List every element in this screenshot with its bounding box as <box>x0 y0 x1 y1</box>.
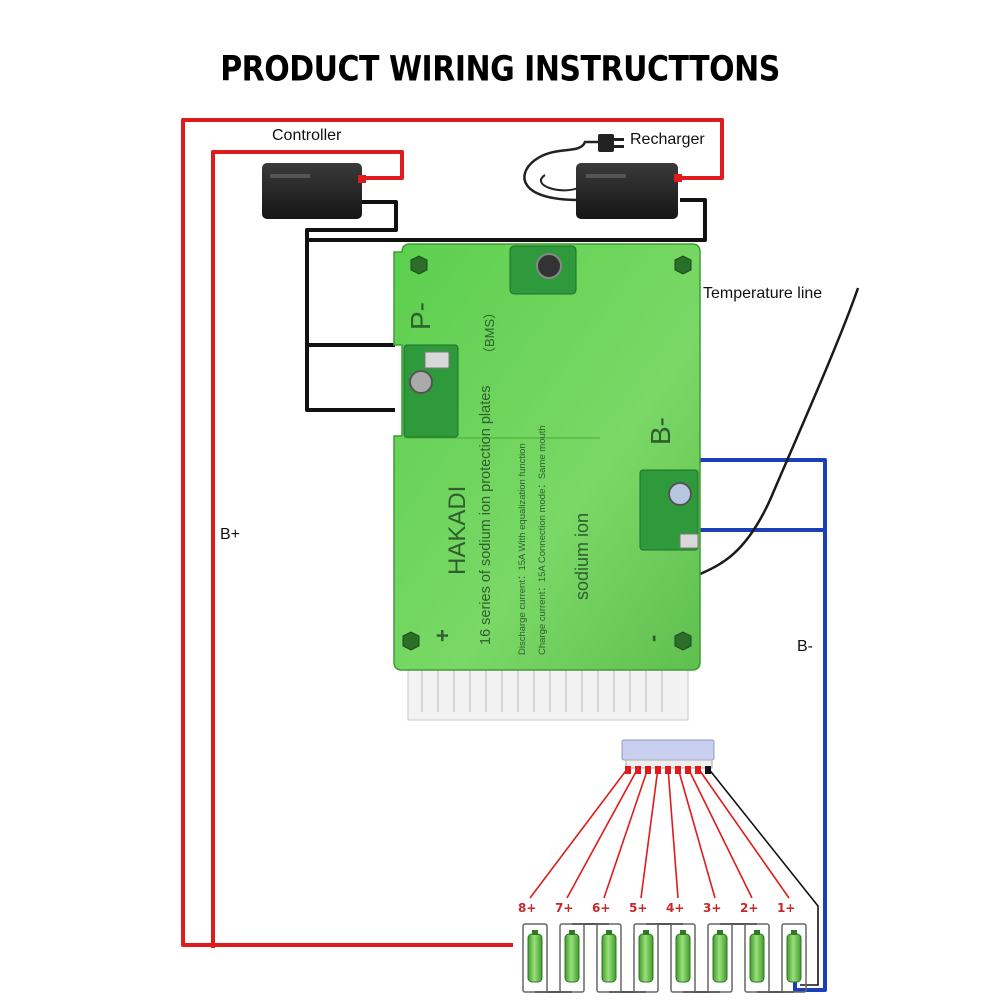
temperature-wire <box>697 287 860 577</box>
board-chemistry: sodium ion <box>572 513 592 600</box>
battery-cells: 8+ 7+ 6+ 5+ 4+ 3+ 2+ 1+ <box>518 901 807 993</box>
temperature-line-label: Temperature line <box>703 285 822 302</box>
battery-cell <box>596 923 622 993</box>
balance-wire <box>529 767 629 899</box>
board-charge-spec: Charge current：15A Connection mode：Same … <box>537 425 548 655</box>
recharger-device <box>523 134 682 219</box>
cell-label: 2+ <box>740 901 758 915</box>
cell-label: 1+ <box>777 901 795 915</box>
cell-label: 6+ <box>592 901 610 915</box>
board-description: 16 series of sodium ion protection plate… <box>478 385 494 645</box>
cell-label: 5+ <box>629 901 647 915</box>
balance-harness <box>529 766 819 986</box>
cell-label: 8+ <box>518 901 536 915</box>
balance-wire <box>603 767 649 899</box>
balance-wire <box>566 767 639 899</box>
battery-cell <box>633 923 659 993</box>
board-b-minus-label: B- <box>645 417 676 445</box>
bms-board <box>393 243 701 721</box>
balance-wire <box>687 767 753 899</box>
balance-connector <box>621 739 715 769</box>
battery-cell <box>522 923 548 993</box>
battery-cell <box>559 923 585 993</box>
balance-wire <box>667 767 679 899</box>
balance-wire <box>640 767 659 899</box>
board-plus-symbol: + <box>430 629 455 642</box>
balance-wire <box>677 767 716 899</box>
connector-pin <box>635 766 641 774</box>
connector-pin <box>685 766 691 774</box>
recharger-label: Recharger <box>630 131 705 148</box>
board-brand: HAKADI <box>444 486 471 575</box>
connector-pin <box>645 766 651 774</box>
b-plus-label: B+ <box>220 526 240 543</box>
page-title: PRODUCT WIRING INSTRUCTTONS <box>220 49 780 90</box>
cell-label: 4+ <box>666 901 684 915</box>
balance-wire-negative <box>707 767 819 986</box>
controller-device <box>262 163 366 219</box>
board-p-minus-label: P- <box>405 302 436 330</box>
battery-cell <box>670 923 696 993</box>
connector-pin <box>655 766 661 774</box>
battery-cell <box>744 923 770 993</box>
board-bms-label: （BMS） <box>482 306 497 360</box>
b-plus-wires <box>181 118 724 948</box>
connector-pin <box>705 766 711 774</box>
board-minus-symbol: - <box>640 635 665 642</box>
connector-pin <box>625 766 631 774</box>
cell-label: 7+ <box>555 901 573 915</box>
battery-cell <box>707 923 733 993</box>
controller-label: Controller <box>272 127 342 144</box>
battery-cell <box>781 923 807 993</box>
connector-pin <box>665 766 671 774</box>
connector-pin <box>695 766 701 774</box>
board-discharge-spec: Discharge current：15A With equalization … <box>517 443 528 655</box>
balance-wire <box>697 767 790 899</box>
connector-pin <box>675 766 681 774</box>
p-minus-wires <box>305 198 707 412</box>
cell-label: 3+ <box>703 901 721 915</box>
b-minus-label: B- <box>797 638 813 655</box>
